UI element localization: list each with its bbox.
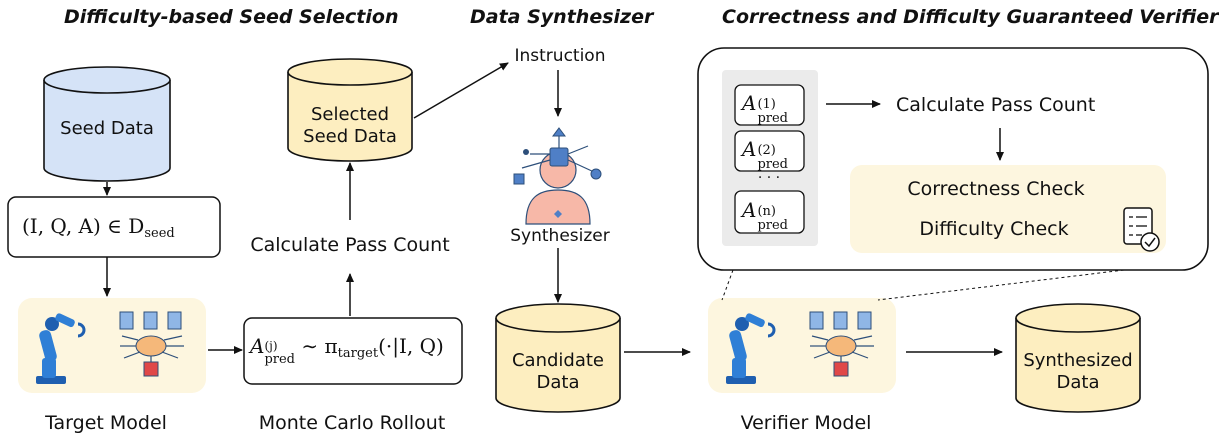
rollout-formula: A(j)pred ∼ πtarget(·|I, Q)	[250, 334, 444, 367]
robot-arm-icon	[36, 313, 86, 384]
caption-monte-carlo: Monte Carlo Rollout	[258, 412, 446, 434]
heading-data-synthesizer: Data Synthesizer	[470, 6, 654, 28]
calc-pass-count-left: Calculate Pass Count	[250, 234, 450, 256]
check-panel	[850, 165, 1166, 253]
heading-verifier: Correctness and Difficulty Guaranteed Ve…	[722, 6, 1219, 28]
heading-seed-selection: Difficulty-based Seed Selection	[64, 6, 399, 28]
brain-circuit-icon	[809, 311, 874, 377]
calc-pass-count-right: Calculate Pass Count	[896, 94, 1096, 116]
caption-target-model: Target Model	[45, 412, 167, 434]
prediction-n: A(n)pred	[742, 198, 789, 233]
candidate-data-cylinder	[495, 303, 621, 413]
prediction-1: A(1)pred	[742, 91, 789, 126]
instruction-label: Instruction	[514, 46, 606, 66]
robot-arm-icon	[726, 313, 776, 384]
brain-circuit-icon	[119, 311, 184, 377]
ellipsis: · · ·	[757, 170, 781, 186]
synthesized-data-cylinder	[1015, 303, 1141, 413]
synthesizer-label: Synthesizer	[510, 226, 610, 246]
verifier-callout	[697, 47, 1209, 301]
seed-data-cylinder	[43, 66, 171, 182]
prediction-2: A(2)pred	[742, 137, 789, 172]
seed-tuple-formula: (I, Q, A) ∈ Dseed	[22, 214, 175, 241]
difficulty-check-label: Difficulty Check	[919, 218, 1069, 240]
checklist-icon	[1123, 207, 1160, 252]
correctness-check-label: Correctness Check	[907, 178, 1085, 200]
selected-seed-cylinder	[287, 58, 413, 162]
ai-head-icon	[513, 127, 602, 225]
caption-verifier-model: Verifier Model	[740, 412, 872, 434]
seed-data-label: Seed Data	[60, 118, 154, 139]
seed-tuple-box	[7, 196, 221, 258]
rollout-box	[243, 317, 463, 385]
